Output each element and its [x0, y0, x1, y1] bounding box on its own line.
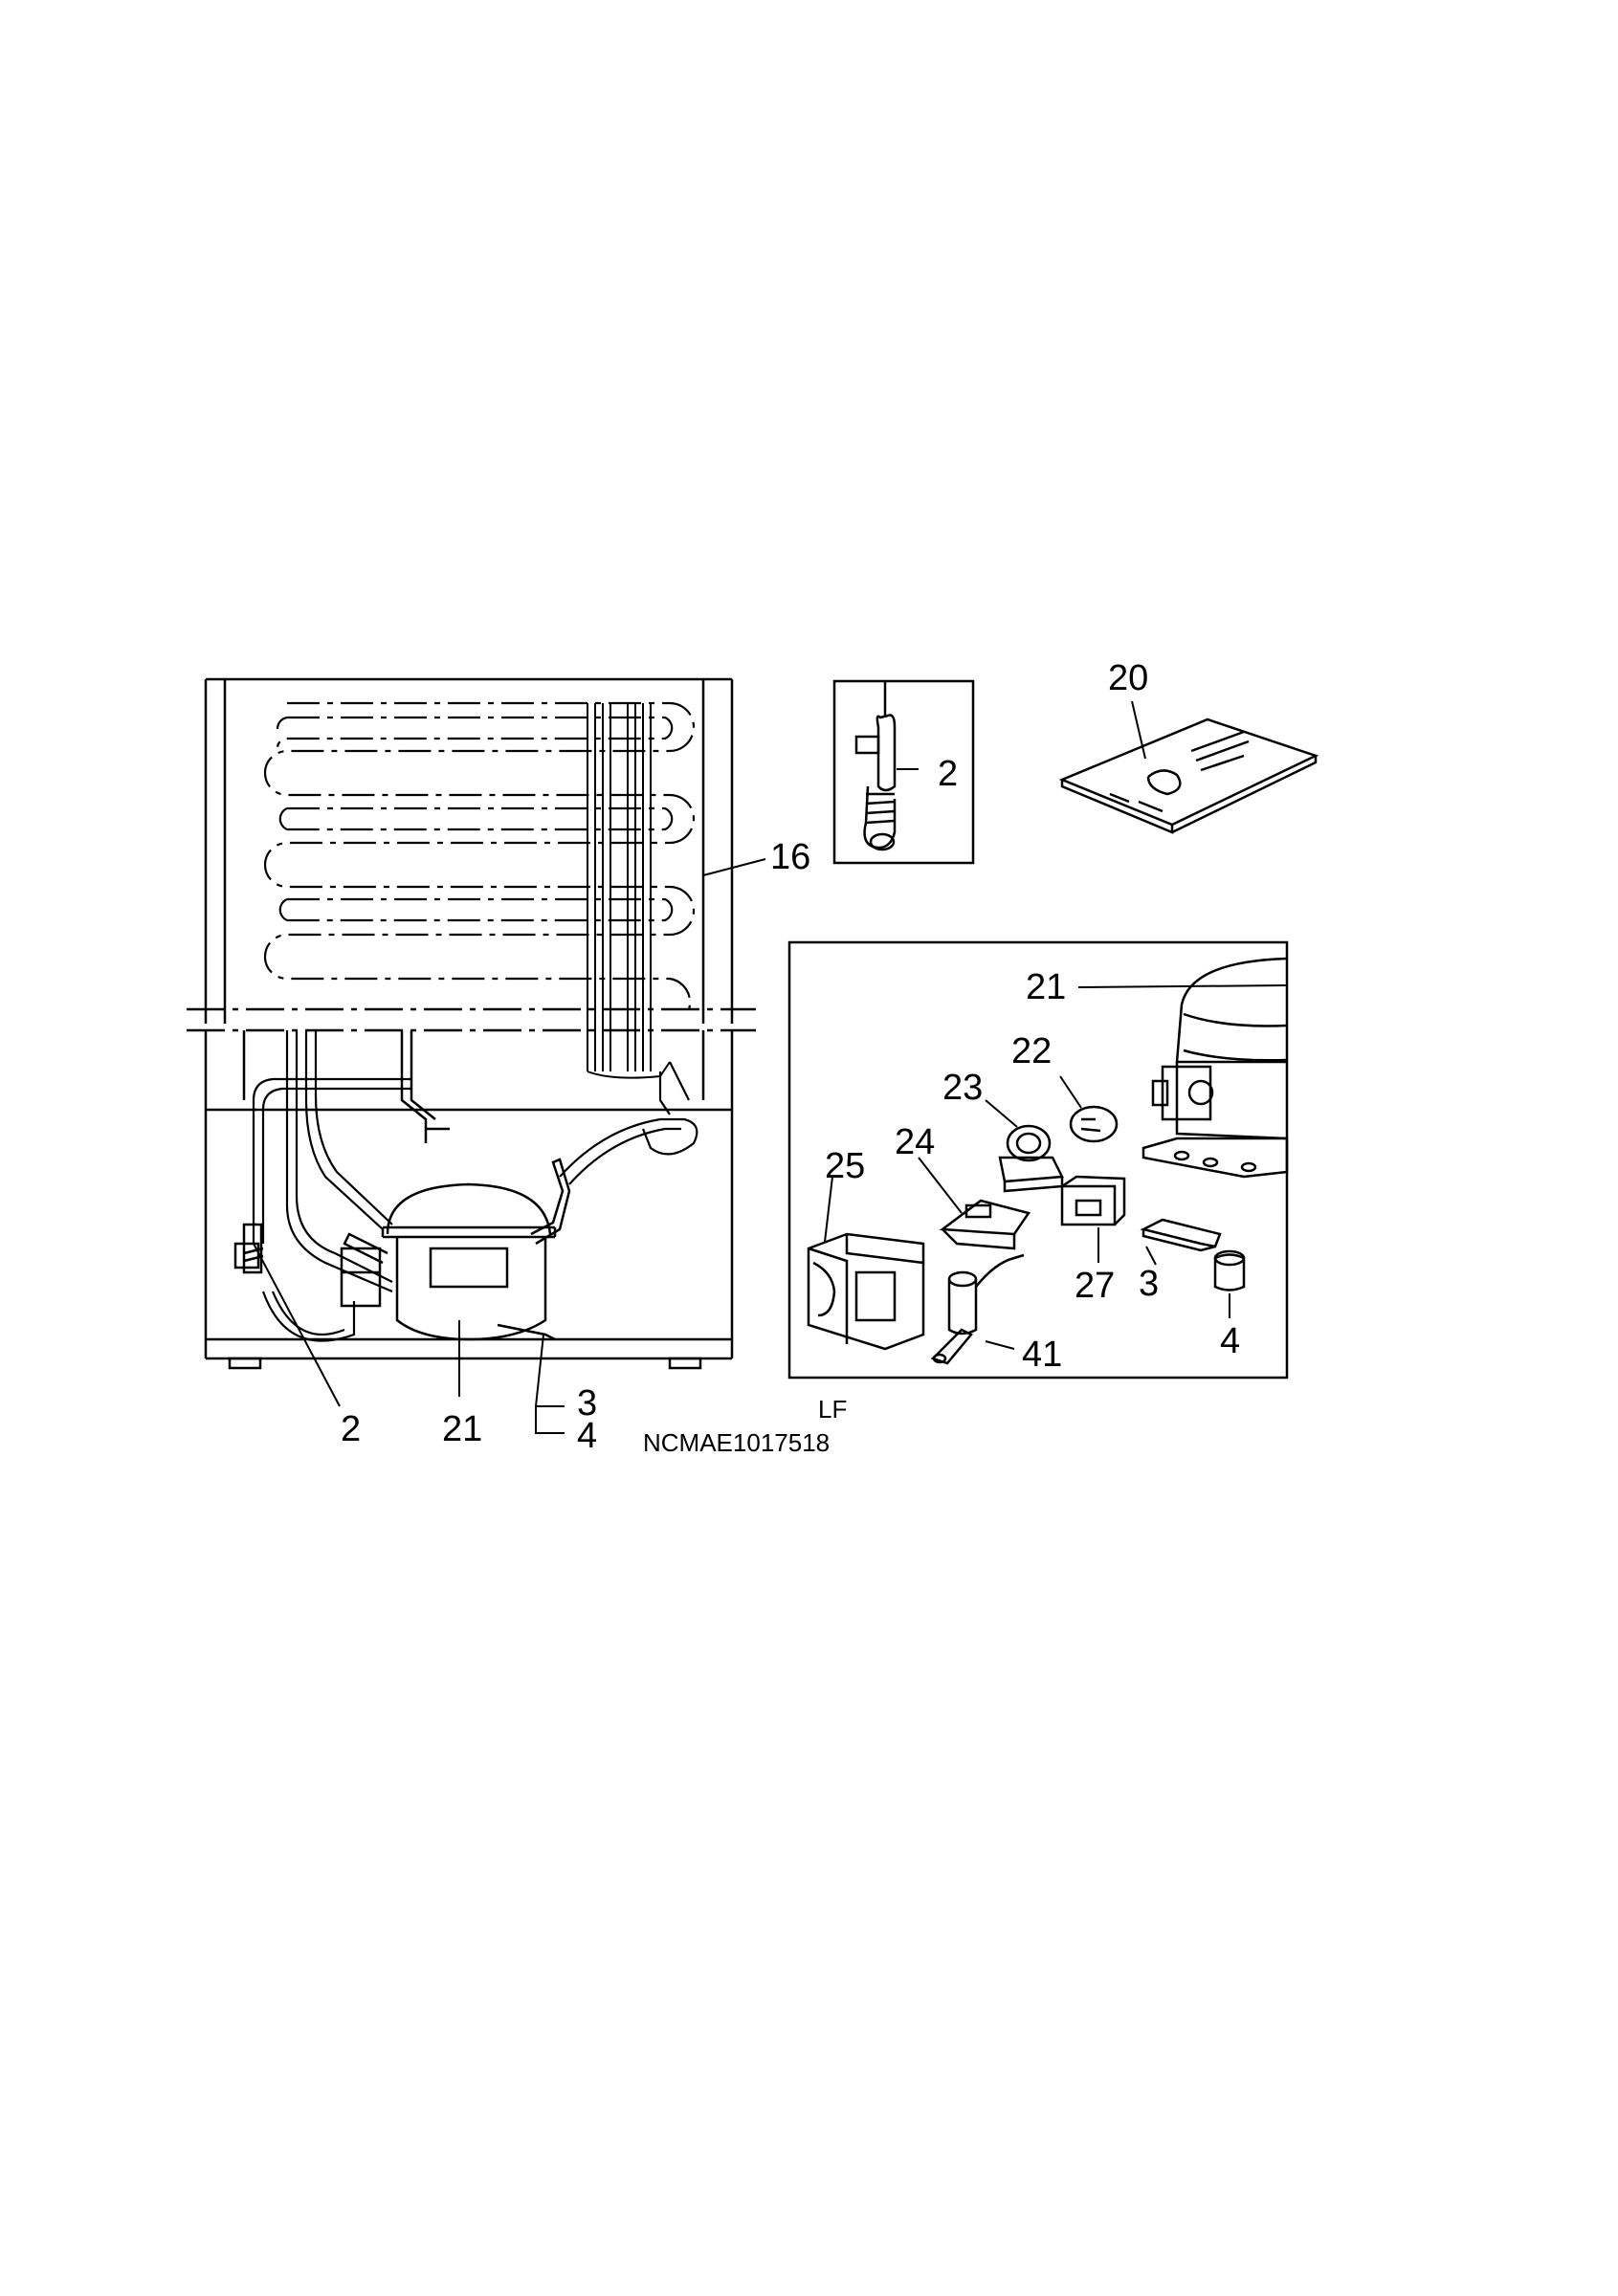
- variant-code: LF: [818, 1395, 848, 1424]
- main-leaders: [253, 858, 766, 1434]
- callout-3-main: 3: [577, 1383, 598, 1424]
- compressor-tubes: [343, 1158, 571, 1265]
- condenser-coil: [263, 701, 696, 1010]
- piping-lower: [252, 1030, 698, 1342]
- sensor-detail-box: [832, 679, 975, 865]
- callout-27: 27: [1075, 1266, 1116, 1306]
- callout-2-main: 2: [341, 1409, 362, 1449]
- callout-23: 23: [942, 1068, 984, 1108]
- callout-21-main: 21: [442, 1409, 483, 1449]
- callout-24: 24: [895, 1122, 936, 1162]
- callout-4-detail: 4: [1220, 1321, 1241, 1361]
- drawing-id: NCMAE1017518: [643, 1428, 831, 1457]
- callout-3-detail: 3: [1139, 1264, 1160, 1304]
- callout-16: 16: [770, 837, 811, 877]
- compressor-main: [381, 1182, 557, 1341]
- callout-2-sensor: 2: [938, 754, 959, 794]
- callout-21-detail: 21: [1026, 967, 1067, 1007]
- refrigerant-tubes-vertical: [587, 703, 671, 1079]
- cabinet-outline: [187, 677, 756, 1370]
- temperature-sensor-mounted: [233, 1223, 264, 1274]
- callout-22: 22: [1011, 1031, 1053, 1071]
- user-manual: [1058, 700, 1319, 834]
- callout-4-main: 4: [577, 1416, 598, 1456]
- relay-box: [340, 1247, 382, 1308]
- compressor-detail-box: [787, 940, 1289, 1380]
- callout-25: 25: [825, 1146, 866, 1186]
- callout-41: 41: [1022, 1335, 1063, 1375]
- drain-tube: [400, 1030, 450, 1143]
- callout-20: 20: [1108, 658, 1149, 698]
